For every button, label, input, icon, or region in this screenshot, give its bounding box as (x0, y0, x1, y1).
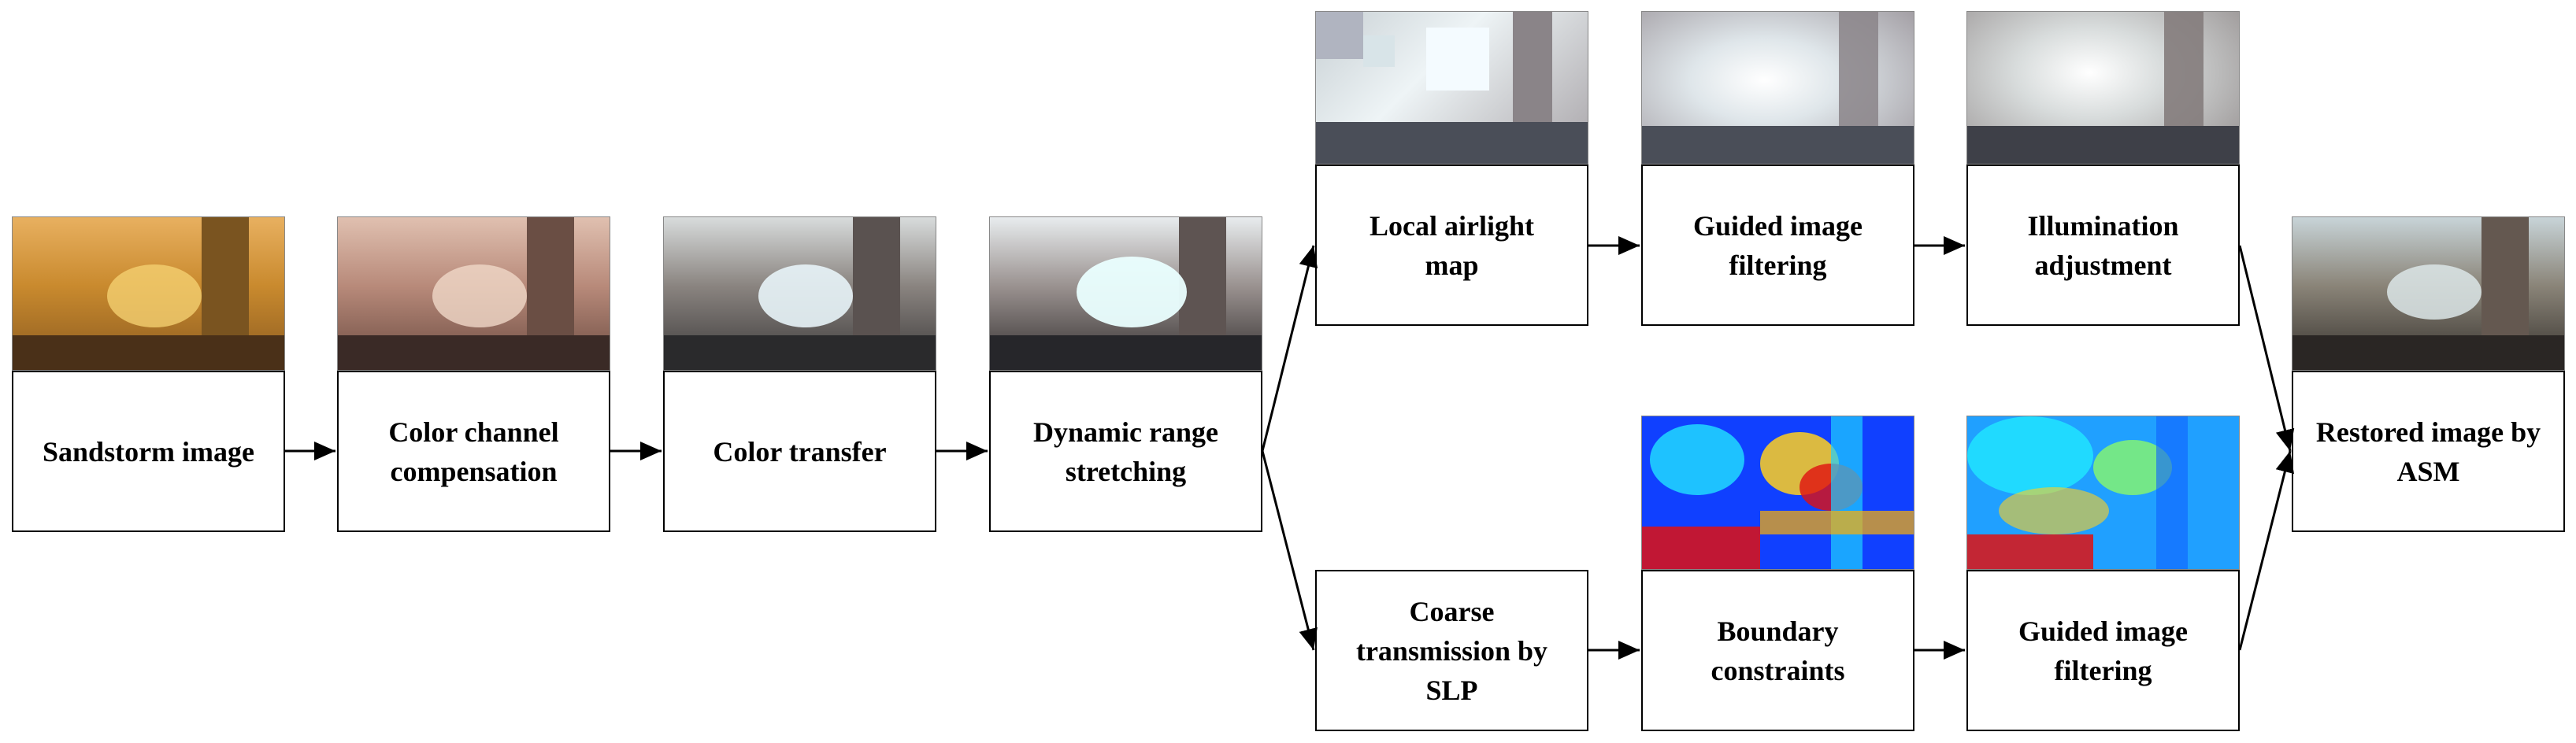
boundary-constraints-label: Boundary constraints (1711, 615, 1845, 686)
sandstorm-thumbnail (12, 216, 285, 371)
restored-thumbnail (2292, 216, 2565, 371)
local-airlight-map-label: Local airlight map (1370, 209, 1534, 281)
color-transfer-label: Color transfer (713, 435, 887, 468)
guided-filtering-bottom-label: Guided image filtering (2018, 615, 2188, 686)
color-compensation-thumbnail (337, 216, 610, 371)
coarse-transmission-label: Coarse transmission by SLP (1355, 595, 1548, 706)
restored-image-label: Restored image by ASM (2315, 416, 2541, 487)
guided-bottom-thumbnail (1966, 416, 2240, 570)
dynamic-range-stretching-box: Dynamic range stretching (989, 371, 1262, 532)
restored-image-box: Restored image by ASM (2292, 371, 2565, 532)
guided-filtering-bottom-box: Guided image filtering (1966, 570, 2240, 731)
coarse-transmission-box: Coarse transmission by SLP (1315, 570, 1588, 731)
color-transfer-box: Color transfer (663, 371, 936, 532)
arrow-guided-bottom-to-restored (2238, 450, 2295, 651)
dynamic-range-stretching-label: Dynamic range stretching (1033, 416, 1218, 487)
color-transfer-thumbnail (663, 216, 936, 371)
color-channel-compensation-label: Color channel compensation (388, 416, 559, 487)
guided-top-thumbnail (1641, 11, 1914, 164)
dynamic-range-thumbnail (989, 216, 1262, 371)
illumination-adjustment-box: Illumination adjustment (1966, 164, 2240, 326)
illumination-adjustment-label: Illumination adjustment (2027, 209, 2179, 281)
illumination-thumbnail (1966, 11, 2240, 164)
arrow-stretching-to-coarse (1261, 450, 1318, 651)
arrow-illumination-to-restored (2238, 245, 2295, 452)
local-airlight-thumbnail (1315, 11, 1588, 164)
arrow-stretching-to-airlight (1261, 245, 1318, 452)
guided-filtering-top-label: Guided image filtering (1692, 209, 1863, 281)
guided-filtering-top-box: Guided image filtering (1641, 164, 1914, 326)
boundary-constraints-box: Boundary constraints (1641, 570, 1914, 731)
sandstorm-image-label: Sandstorm image (43, 435, 254, 468)
local-airlight-map-box: Local airlight map (1315, 164, 1588, 326)
sandstorm-image-box: Sandstorm image (12, 371, 285, 532)
color-channel-compensation-box: Color channel compensation (337, 371, 610, 532)
boundary-thumbnail (1641, 416, 1914, 570)
